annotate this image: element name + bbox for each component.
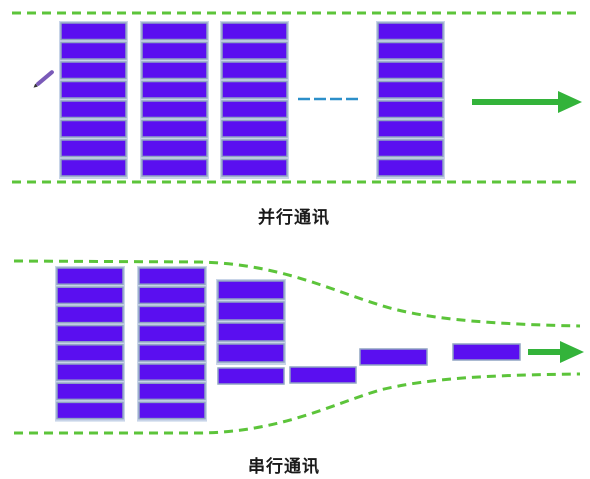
parallel-column-3-block [221, 22, 288, 41]
serial-stream-block [359, 348, 428, 366]
serial-column-3-block [217, 343, 285, 363]
parallel-column-1-block [60, 61, 127, 80]
parallel-column-4-block [377, 41, 444, 60]
serial-column-2-block [138, 286, 206, 305]
parallel-column-2-block [141, 139, 208, 158]
parallel-column-2-block [141, 100, 208, 119]
serial-stream-block [452, 343, 521, 361]
serial-column-1-block [56, 267, 124, 285]
parallel-column-1-block [60, 41, 127, 60]
parallel-column-2-block [141, 41, 208, 60]
serial-column-1-block [56, 382, 124, 401]
parallel-column-4-block [377, 158, 444, 177]
parallel-column-2-block [141, 61, 208, 80]
serial-column-1-block [56, 401, 124, 420]
parallel-column-3-block [221, 41, 288, 60]
parallel-column-2-block [141, 80, 208, 99]
serial-column-2-block [138, 305, 206, 324]
parallel-column-4-block [377, 61, 444, 80]
serial-column-1-block [56, 286, 124, 305]
parallel-column-1-block [60, 100, 127, 119]
serial-column-3-block [217, 322, 285, 342]
serial-column-2-block [138, 401, 206, 420]
parallel-column-4-block [377, 139, 444, 158]
serial-column-1-block [56, 363, 124, 381]
serial-channel-top [13, 259, 581, 328]
serial-stream-block [289, 366, 357, 384]
serial-column-1-block [56, 305, 124, 324]
parallel-column-4-block [377, 119, 444, 138]
serial-stream-block [217, 367, 285, 385]
parallel-column-4-block [377, 80, 444, 99]
serial-column-2-block [138, 267, 206, 285]
parallel-column-2-block [141, 119, 208, 138]
parallel-column-1-block [60, 80, 127, 99]
parallel-caption: 并行通讯 [258, 208, 330, 228]
parallel-right-arrow-icon-head [558, 91, 582, 113]
parallel-column-3-block [221, 119, 288, 138]
parallel-column-4-block [377, 22, 444, 41]
serial-channel-bottom [14, 372, 581, 435]
serial-column-3-block [217, 280, 285, 300]
parallel-column-1-block [60, 139, 127, 158]
parallel-column-3-block [221, 100, 288, 119]
parallel-column-4-block [377, 100, 444, 119]
parallel-column-3-block [221, 80, 288, 99]
serial-column-3-block [217, 301, 285, 321]
serial-right-arrow-icon-head [560, 341, 584, 363]
serial-caption: 串行通讯 [248, 457, 320, 477]
parallel-column-2-block [141, 22, 208, 41]
parallel-column-1-block [60, 22, 127, 41]
serial-column-1-block [56, 324, 124, 343]
serial-column-2-block [138, 324, 206, 343]
serial-column-1-block [56, 344, 124, 362]
parallel-column-3-block [221, 61, 288, 80]
parallel-column-1-block [60, 158, 127, 177]
serial-column-2-block [138, 382, 206, 401]
serial-column-2-block [138, 363, 206, 381]
serial-column-2-block [138, 344, 206, 362]
parallel-column-3-block [221, 158, 288, 177]
parallel-column-3-block [221, 139, 288, 158]
parallel-column-2-block [141, 158, 208, 177]
parallel-column-1-block [60, 119, 127, 138]
